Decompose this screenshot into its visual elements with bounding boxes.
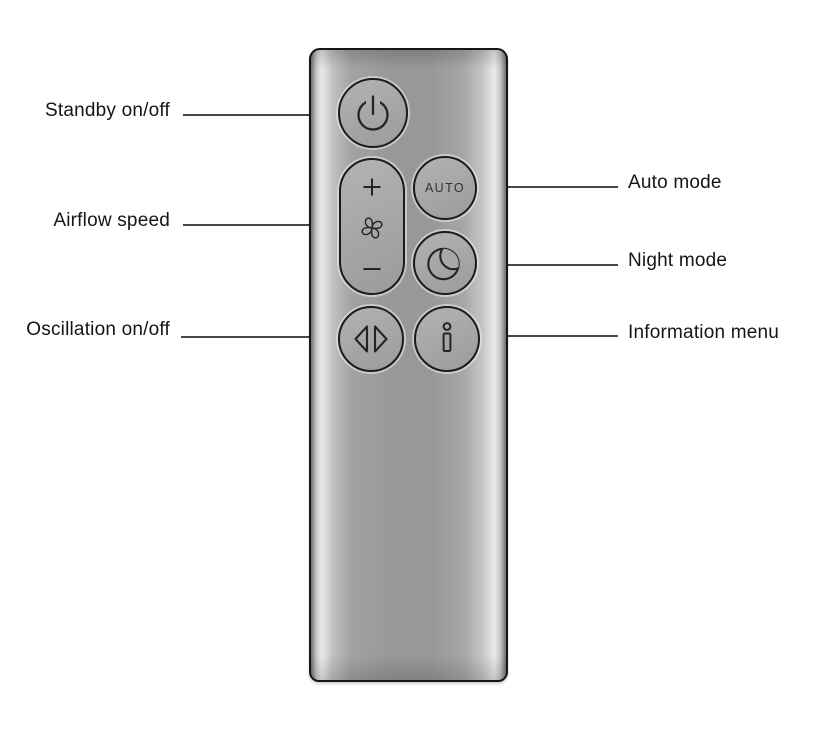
standby-leader-line	[183, 114, 310, 116]
auto-mode-label: Auto mode	[628, 172, 722, 193]
oscillation-arrows-icon	[349, 319, 393, 359]
airflow-speed-button[interactable]	[339, 158, 405, 295]
auto-leader-line	[508, 186, 618, 188]
oscillation-button[interactable]	[338, 306, 404, 372]
fan-icon	[357, 213, 387, 243]
information-button[interactable]	[414, 306, 480, 372]
night-mode-button[interactable]	[413, 231, 477, 295]
oscillation-leader-line	[181, 336, 310, 338]
minus-icon	[362, 259, 382, 279]
power-icon	[350, 90, 396, 136]
moon-icon	[422, 240, 468, 286]
information-menu-label: Information menu	[628, 322, 780, 343]
auto-mode-button[interactable]: AUTO	[413, 156, 477, 220]
info-icon	[427, 319, 467, 359]
plus-icon	[362, 177, 382, 197]
night-leader-line	[508, 264, 618, 266]
auto-button-label: AUTO	[424, 181, 466, 195]
standby-label: Standby on/off	[45, 100, 170, 121]
oscillation-label: Oscillation on/off	[26, 319, 170, 340]
remote-body	[309, 48, 508, 682]
airflow-speed-label: Airflow speed	[53, 210, 170, 231]
information-leader-line	[508, 335, 618, 337]
standby-button[interactable]	[338, 78, 408, 148]
night-mode-label: Night mode	[628, 250, 728, 271]
airflow-leader-line	[183, 224, 310, 226]
